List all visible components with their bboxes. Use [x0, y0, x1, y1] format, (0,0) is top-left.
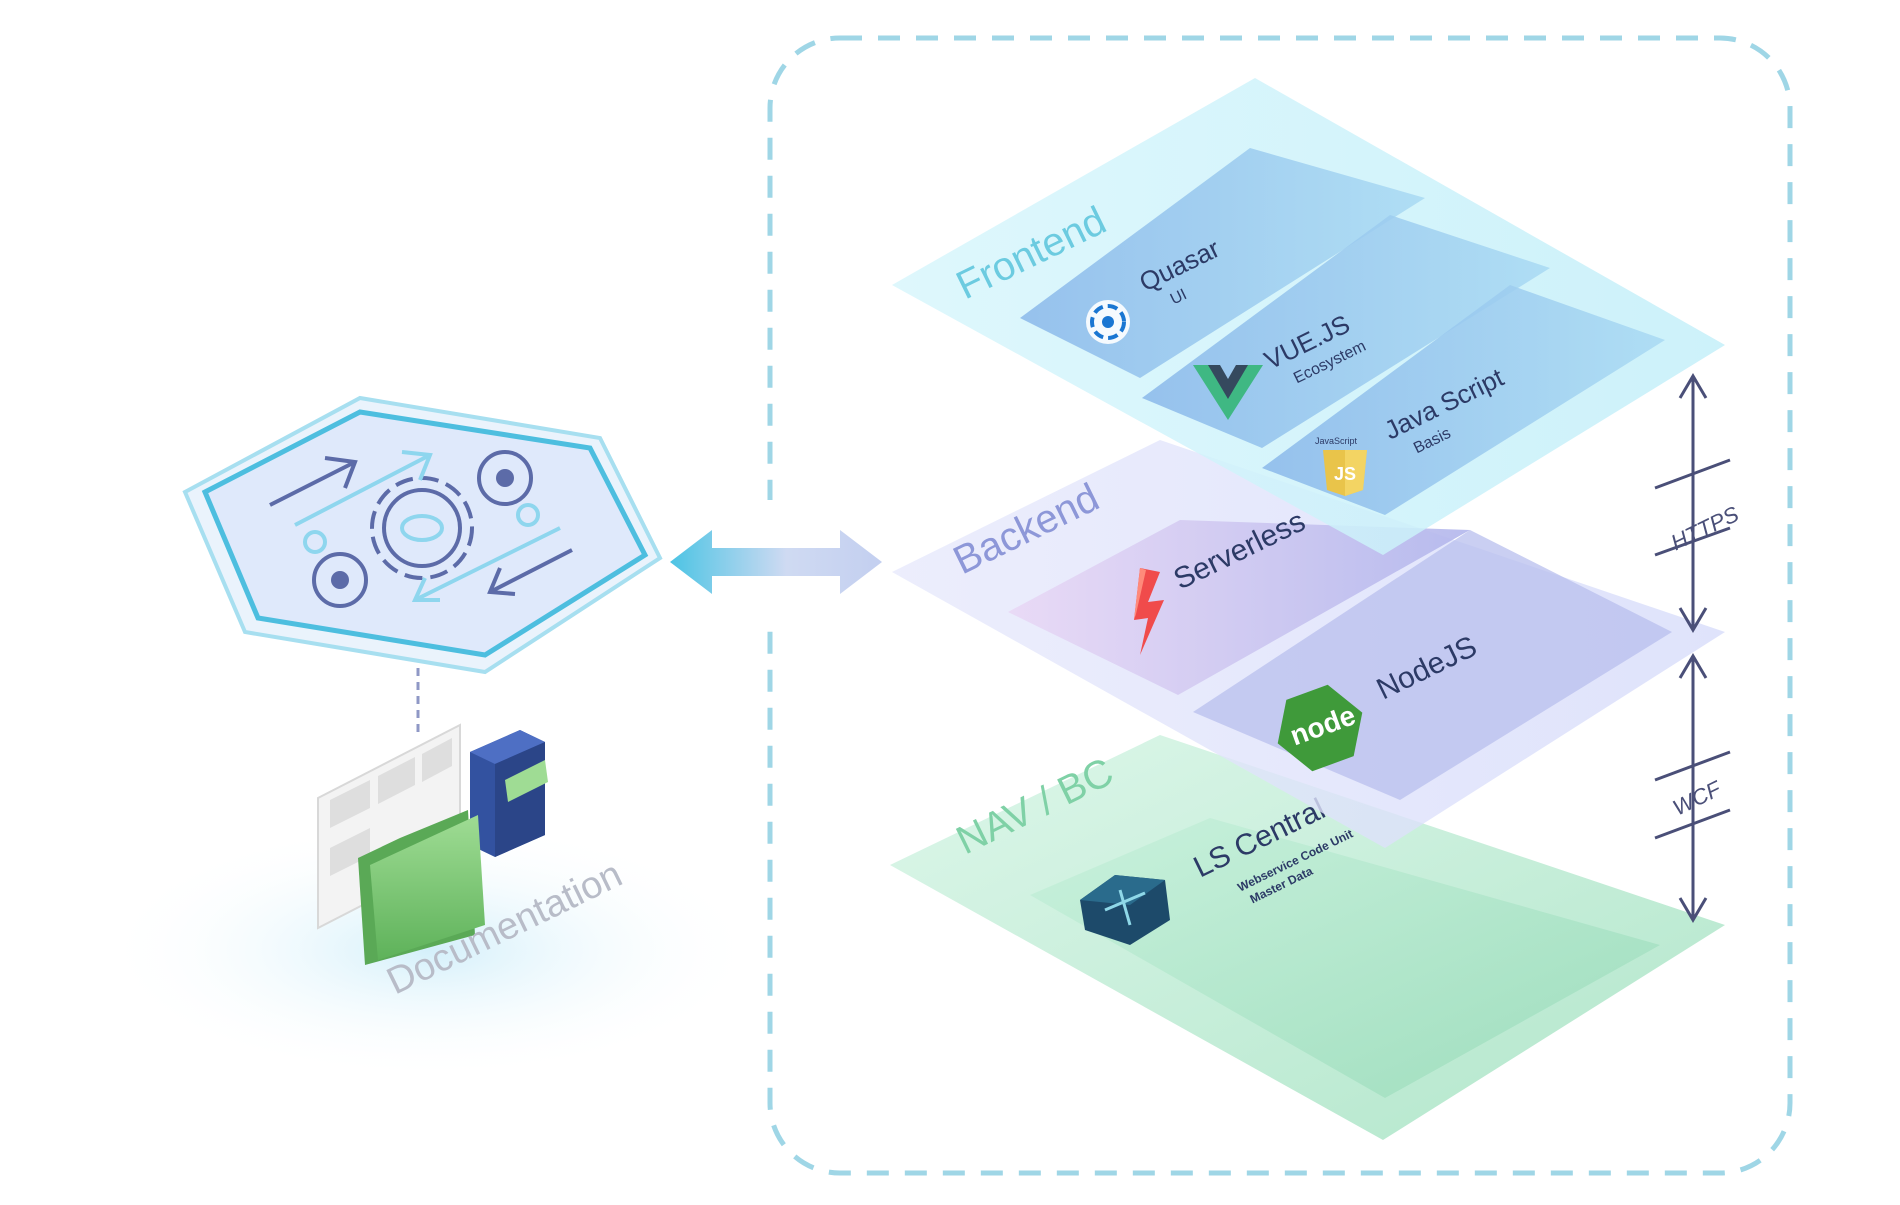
arrow-down-left-light-icon — [411, 526, 561, 602]
target-icon — [312, 450, 533, 608]
dot-icon — [303, 503, 540, 554]
process-hexagon — [182, 395, 663, 675]
bidirectional-arrow — [670, 530, 882, 594]
arrow-down-left-icon — [487, 548, 573, 596]
wcf-connector — [1654, 653, 1731, 923]
nodejs-icon: node — [1277, 684, 1363, 772]
documentation-glow — [100, 820, 760, 1080]
documentation-group: Documentation — [100, 723, 760, 1080]
javascript-badge-text: JavaScript — [1315, 436, 1358, 446]
serverless-card — [1008, 520, 1470, 695]
document-board-icon — [317, 723, 461, 930]
file-cabinet-icon — [470, 730, 548, 857]
javascript-icon-glyph: JS — [1334, 464, 1356, 484]
folder-icon — [358, 810, 485, 965]
ls-central-icon — [1080, 875, 1170, 945]
vue-icon — [1193, 365, 1263, 420]
arrow-up-right-icon — [269, 456, 358, 507]
arrow-up-right-light-icon — [294, 450, 433, 527]
layer-frontend: Frontend Quasar UI VUE.JS Ecosystem JS J… — [892, 78, 1725, 555]
quasar-icon — [1086, 300, 1130, 344]
https-label: HTTPS — [1667, 501, 1743, 555]
javascript-icon: JS JavaScript — [1315, 436, 1367, 496]
navbc-card — [1030, 818, 1660, 1098]
https-connector — [1654, 373, 1731, 633]
layer-backend: Backend Serverless node NodeJS — [892, 440, 1725, 848]
quasar-sub: UI — [1168, 286, 1190, 308]
serverless-icon — [1134, 568, 1164, 655]
